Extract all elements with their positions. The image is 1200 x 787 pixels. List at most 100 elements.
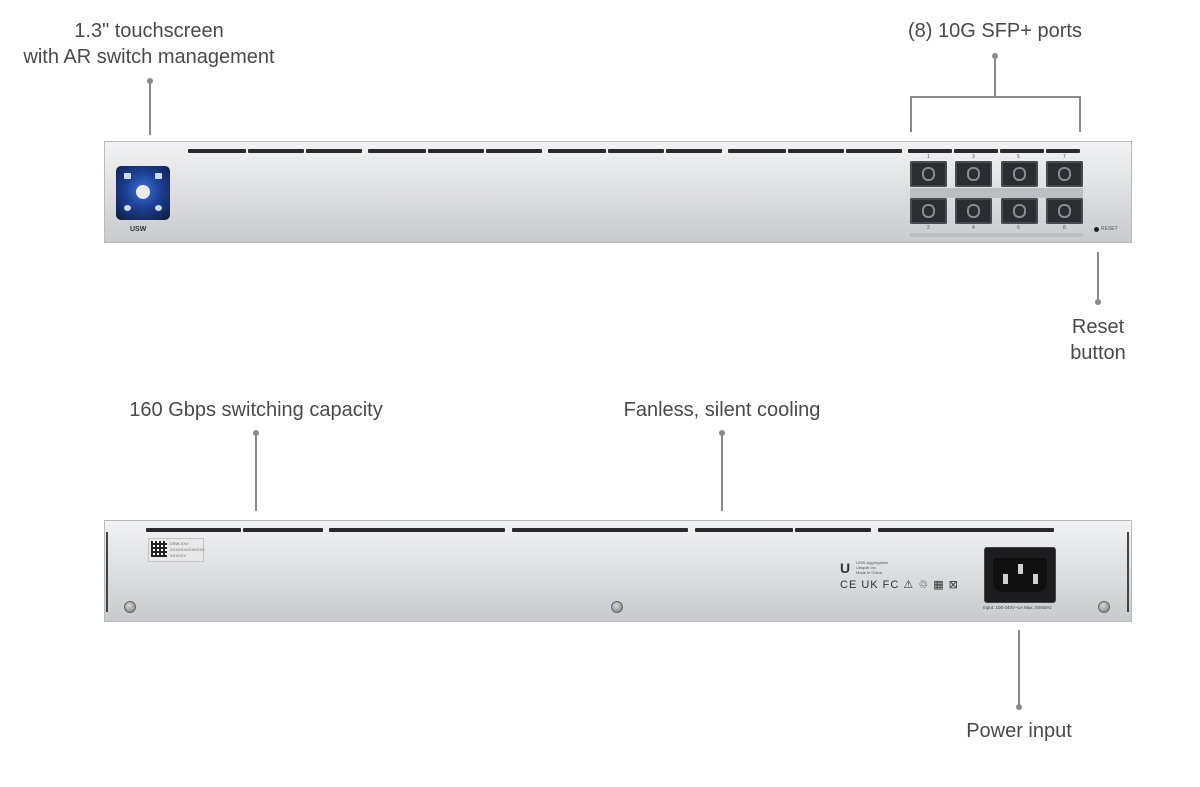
screw-right [1098, 601, 1110, 613]
front-vent-4 [368, 149, 426, 153]
sfp-port-6[interactable] [1001, 198, 1038, 224]
power-leader-dot [1016, 704, 1022, 710]
port-number-4: 4 [972, 225, 975, 231]
sfp-cage [922, 204, 935, 218]
front-vent-5 [428, 149, 484, 153]
front-vent-12 [846, 149, 902, 153]
front-vent-2 [248, 149, 304, 153]
power-pin-left [1003, 574, 1008, 584]
ubiquiti-logo: U [840, 560, 851, 576]
screen-center-button [136, 185, 150, 199]
sfp-cage [1058, 204, 1071, 218]
power-input-callout: Power input [966, 720, 1072, 742]
reset-leader [1097, 252, 1099, 300]
front-vent-14 [954, 149, 998, 153]
screen-home-icon [124, 173, 131, 179]
front-vent-8 [608, 149, 664, 153]
port-number-8: 8 [1063, 225, 1066, 231]
back-left-edge [106, 532, 108, 612]
sfp-cage [1058, 167, 1071, 181]
regulatory-text: USW-Aggregation Ubiquiti Inc. Made in Ch… [856, 560, 888, 575]
cooling-callout: Fanless, silent cooling [623, 399, 821, 421]
front-vent-3 [306, 149, 362, 153]
sfp-cage [967, 167, 980, 181]
power-inlet[interactable] [984, 547, 1056, 603]
reset-button[interactable] [1094, 227, 1099, 232]
sfp-port-5[interactable] [1001, 161, 1038, 187]
port-number-5: 5 [1017, 154, 1020, 160]
screw-left [124, 601, 136, 613]
screen-info-icon [124, 205, 131, 211]
back-right-edge [1127, 532, 1129, 612]
front-vent-9 [666, 149, 722, 153]
front-vent-1 [188, 149, 246, 153]
regulatory-line-3: Made in China [856, 570, 882, 575]
front-vent-16 [1046, 149, 1080, 153]
serial-line-2: XXXXXXXXXXXXX [170, 547, 205, 552]
power-socket [993, 558, 1047, 592]
reset-label: RESET [1101, 226, 1118, 232]
power-rating: Input: 100-240V~1A Max; 50/60Hz [983, 605, 1052, 610]
power-leader [1018, 630, 1020, 706]
serial-line-1: USW-XXX [170, 541, 189, 546]
port-number-7: 7 [1063, 154, 1066, 160]
front-vent-15 [1000, 149, 1044, 153]
regulatory-line-2: Ubiquiti Inc. [856, 565, 877, 570]
back-vent-4 [512, 528, 688, 532]
serial-line-3: XXXXXX [170, 553, 187, 558]
sfp-ports-callout: (8) 10G SFP+ ports [908, 20, 1082, 42]
back-vent-2 [243, 528, 323, 532]
switching-leader [255, 433, 257, 511]
sfp-leader [994, 56, 996, 96]
port-number-6: 6 [1017, 225, 1020, 231]
switching-capacity-callout: 160 Gbps switching capacity [129, 399, 383, 421]
front-vent-7 [548, 149, 606, 153]
touchscreen-display[interactable] [116, 166, 170, 220]
touchscreen-callout-line1: 1.3" touchscreen [74, 20, 224, 42]
cooling-leader [721, 433, 723, 511]
sfp-cage [1013, 167, 1026, 181]
front-vent-6 [486, 149, 542, 153]
certification-marks: CE UK FC ⚠ ♲ ▦ ⊠ [840, 579, 959, 591]
qr-code [151, 541, 167, 557]
screw-middle [611, 601, 623, 613]
sfp-cage [967, 204, 980, 218]
front-vent-11 [788, 149, 844, 153]
sfp-port-1[interactable] [910, 161, 947, 187]
reset-callout: Reset button [1048, 314, 1148, 366]
reset-callout-line2: button [1070, 342, 1126, 364]
power-pin-right [1033, 574, 1038, 584]
front-vent-10 [728, 149, 786, 153]
port-number-3: 3 [972, 154, 975, 160]
front-vent-13 [908, 149, 952, 153]
sfp-port-7[interactable] [1046, 161, 1083, 187]
port-led-row [910, 188, 1083, 198]
back-vent-1 [146, 528, 241, 532]
sfp-port-3[interactable] [955, 161, 992, 187]
reset-callout-line1: Reset [1071, 316, 1125, 338]
sfp-bracket-right [1079, 96, 1081, 132]
sfp-port-2[interactable] [910, 198, 947, 224]
screen-lock-icon [155, 173, 162, 179]
touchscreen-callout: 1.3" touchscreen with AR switch manageme… [0, 18, 298, 70]
reset-leader-dot [1095, 299, 1101, 305]
sfp-cage [922, 167, 935, 181]
sfp-bracket-top [910, 96, 1081, 98]
sfp-bracket-left [910, 96, 912, 132]
sfp-port-group: 1 3 5 7 2 4 6 8 [905, 152, 1085, 237]
screen-globe-icon [155, 205, 162, 211]
sfp-group-bar [910, 233, 1083, 237]
back-vent-3 [329, 528, 505, 532]
port-number-1: 1 [927, 154, 930, 160]
regulatory-line-1: USW-Aggregation [856, 560, 889, 565]
port-number-2: 2 [927, 225, 930, 231]
touchscreen-callout-line2: with AR switch management [23, 46, 275, 68]
sfp-port-4[interactable] [955, 198, 992, 224]
serial-label: USW-XXX XXXXXXXXXXXXX XXXXXX [148, 538, 205, 562]
back-vent-7 [878, 528, 1054, 532]
touchscreen-leader [149, 81, 151, 135]
sfp-port-8[interactable] [1046, 198, 1083, 224]
power-pin-ground [1018, 564, 1023, 574]
sfp-cage [1013, 204, 1026, 218]
back-vent-5 [695, 528, 793, 532]
